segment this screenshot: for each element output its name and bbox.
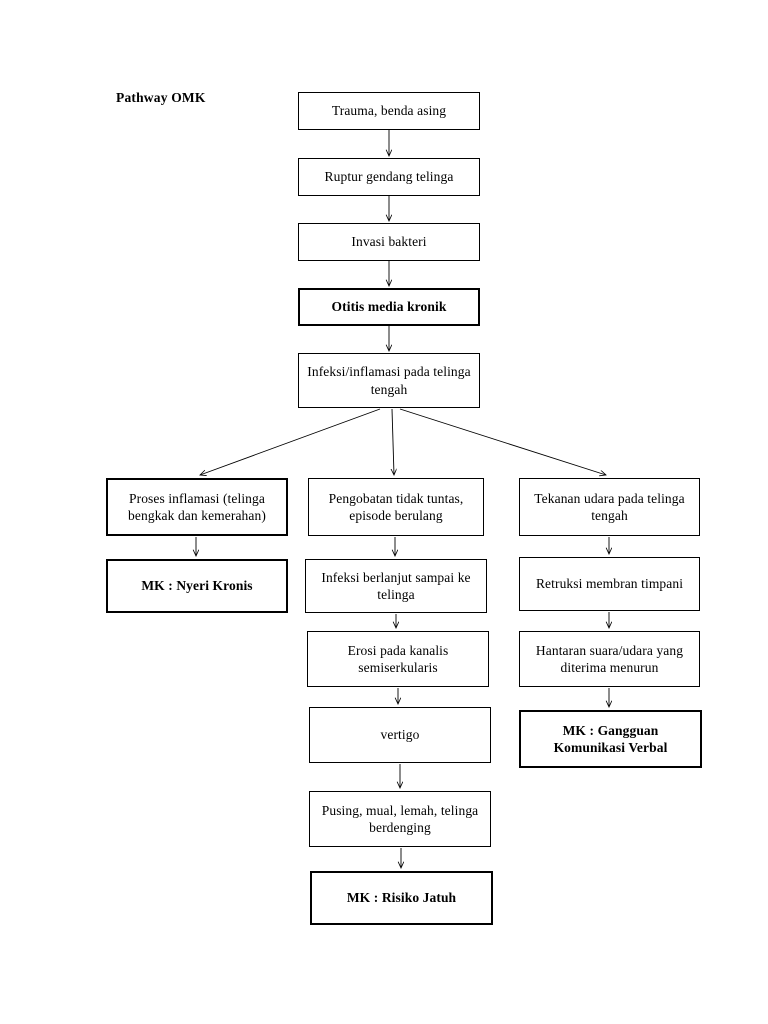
node-erosi-kanalis[interactable]: Erosi pada kanalis semiserkularis bbox=[307, 631, 489, 687]
edge-n5-n6 bbox=[200, 408, 381, 475]
node-retruksi-membran-timpani[interactable]: Retruksi membran timpani bbox=[519, 557, 700, 611]
edge-n5-n7 bbox=[392, 408, 394, 475]
node-tekanan-udara[interactable]: Tekanan udara pada telinga tengah bbox=[519, 478, 700, 536]
node-otitis-media-kronik[interactable]: Otitis media kronik bbox=[298, 288, 480, 326]
node-pusing-mual-lemah[interactable]: Pusing, mual, lemah, telinga berdenging bbox=[309, 791, 491, 847]
node-mk-risiko-jatuh[interactable]: MK : Risiko Jatuh bbox=[310, 871, 493, 925]
node-infeksi-berlanjut[interactable]: Infeksi berlanjut sampai ke telinga bbox=[305, 559, 487, 613]
node-proses-inflamasi[interactable]: Proses inflamasi (telinga bengkak dan ke… bbox=[106, 478, 288, 536]
node-ruptur-gendang-telinga[interactable]: Ruptur gendang telinga bbox=[298, 158, 480, 196]
node-vertigo[interactable]: vertigo bbox=[309, 707, 491, 763]
node-invasi-bakteri[interactable]: Invasi bakteri bbox=[298, 223, 480, 261]
edge-n5-n8 bbox=[399, 408, 606, 475]
page-title: Pathway OMK bbox=[116, 90, 206, 105]
node-mk-nyeri-kronis[interactable]: MK : Nyeri Kronis bbox=[106, 559, 288, 613]
node-trauma-benda-asing[interactable]: Trauma, benda asing bbox=[298, 92, 480, 130]
node-pengobatan-tidak-tuntas[interactable]: Pengobatan tidak tuntas, episode berulan… bbox=[308, 478, 484, 536]
node-mk-gangguan-komunikasi-verbal[interactable]: MK : Gangguan Komunikasi Verbal bbox=[519, 710, 702, 768]
node-hantaran-suara[interactable]: Hantaran suara/udara yang diterima menur… bbox=[519, 631, 700, 687]
node-infeksi-inflamasi-telinga-tengah[interactable]: Infeksi/inflamasi pada telinga tengah bbox=[298, 353, 480, 408]
